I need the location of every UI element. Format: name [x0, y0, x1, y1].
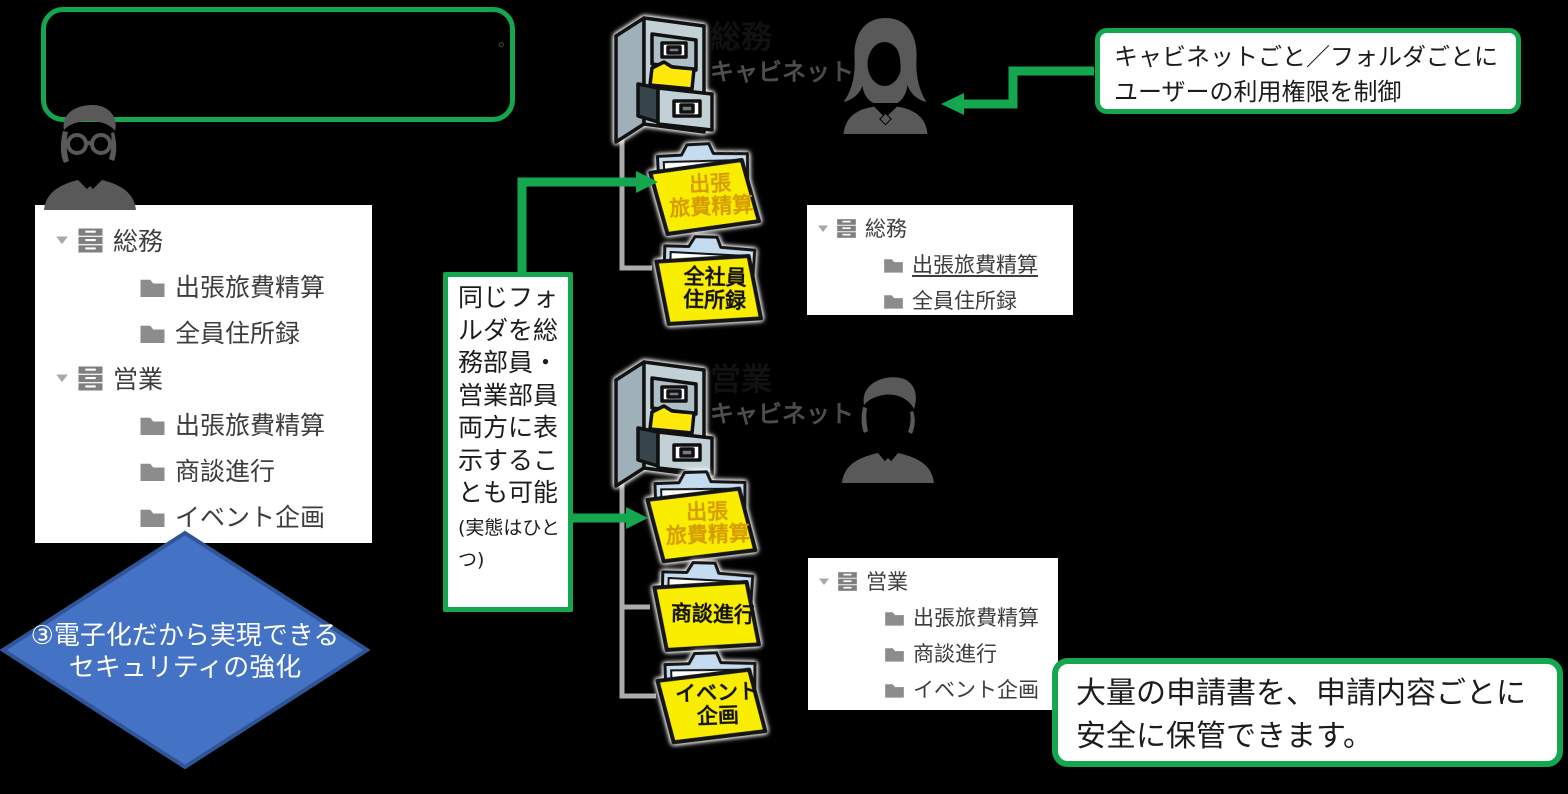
somu-cabinet-illustration	[614, 16, 714, 144]
folder-icon	[140, 279, 165, 297]
tree-item-label: 出張旅費精算	[912, 253, 1038, 277]
tree-item-cabinet-eigyo[interactable]: 営業	[35, 355, 372, 401]
chevron-down-icon[interactable]	[818, 577, 830, 586]
tree-item-folder[interactable]: 全員住所録	[35, 309, 372, 355]
tree-item-label: 営業	[866, 570, 908, 594]
cabinet-icon	[78, 366, 103, 390]
cabinet-icon	[837, 218, 856, 238]
eigyo-cabinet-subtitle: キャビネット	[710, 400, 854, 428]
eigyo-folder-event: イベント 企画	[648, 643, 773, 745]
eigyo-cabinet-title: 営業	[710, 362, 772, 398]
bubble-period-char: 。	[498, 31, 515, 51]
folder-icon	[885, 647, 904, 662]
cabinet-icon	[78, 228, 103, 252]
folder-label-line1: 全社員	[683, 264, 747, 290]
shared-folder-text: 同じフォルダを総務部員・営業部員両方に表示することも可能	[458, 283, 559, 507]
folder-icon	[885, 611, 904, 626]
tree-item-folder[interactable]: 出張旅費精算	[807, 246, 1073, 282]
chevron-down-icon[interactable]	[55, 373, 69, 383]
tree-item-label: イベント企画	[175, 503, 326, 532]
storage-line1: 大量の申請書を、申請内容ごとに	[1076, 676, 1526, 711]
speech-bubble: 。	[41, 7, 515, 122]
tree-item-label: イベント企画	[913, 678, 1039, 702]
diamond-polygon	[0, 530, 370, 770]
shared-folder-callout: 同じフォルダを総務部員・営業部員両方に表示することも可能 (実態はひとつ)	[443, 272, 573, 612]
eigyo-tree-panel: 営業 出張旅費精算 商談進行 イベント企画	[808, 558, 1058, 710]
tree-item-label: 出張旅費精算	[913, 606, 1039, 630]
tree-item-folder[interactable]: 出張旅費精算	[35, 401, 372, 447]
folder-icon	[140, 463, 165, 481]
folder-label-line2: 旅費精算	[665, 521, 751, 548]
diamond-shape: ③電子化だから実現できる セキュリティの強化	[0, 530, 370, 770]
somu-folder-jushoroku: 全社員 住所録	[647, 227, 772, 328]
storage-line2: 安全に保管できます。	[1076, 718, 1373, 754]
storage-callout: 大量の申請書を、申請内容ごとに 安全に保管できます。	[1052, 658, 1563, 767]
eigyo-cabinet-illustration	[614, 360, 714, 488]
permission-callout: キャビネットごと／フォルダごとに ユーザーの利用権限を制御	[1095, 28, 1521, 114]
eigyo-folder-shodan: 商談進行	[645, 553, 770, 654]
tree-item-label: 商談進行	[913, 642, 997, 666]
tree-item-cabinet-somu[interactable]: 総務	[35, 217, 372, 263]
chevron-down-icon[interactable]	[55, 235, 69, 245]
tree-item-folder[interactable]: 商談進行	[35, 447, 372, 493]
shared-folder-note: (実態はひとつ)	[458, 516, 560, 572]
tree-item-cabinet-eigyo[interactable]: 営業	[808, 563, 1058, 599]
woman-icon	[843, 18, 928, 134]
eigyo-folder-shuccho: 出張 旅費精算	[638, 462, 763, 564]
tree-item-folder[interactable]: イベント企画	[808, 671, 1058, 707]
tree-item-label: 営業	[113, 365, 164, 394]
tree-item-label: 総務	[113, 227, 164, 256]
somu-cabinet-title: 総務	[710, 20, 772, 56]
tree-item-cabinet-somu[interactable]: 総務	[807, 210, 1073, 246]
diamond-line1: ③電子化だから実現できる	[30, 620, 340, 651]
tree-item-folder[interactable]: 全員住所録	[807, 282, 1073, 318]
folder-icon	[140, 509, 165, 527]
man-icon	[842, 377, 934, 483]
tree-item-label: 全員住所録	[175, 319, 301, 348]
somu-folder-shuccho: 出張 旅費精算	[641, 133, 768, 237]
folder-label-line1: 商談進行	[670, 601, 756, 628]
chevron-down-icon[interactable]	[817, 224, 829, 233]
tree-item-label: 総務	[865, 217, 907, 241]
folder-icon	[885, 683, 904, 698]
folder-label-line2: 旅費精算	[668, 192, 754, 221]
tree-item-label: 全員住所録	[912, 289, 1017, 313]
folder-icon	[884, 258, 903, 273]
diamond-line2: セキュリティの強化	[68, 653, 302, 683]
permission-line1: キャビネットごと／フォルダごとに	[1114, 43, 1498, 71]
man-with-glasses-icon	[44, 105, 136, 210]
tree-item-folder[interactable]: イベント企画	[35, 493, 372, 539]
somu-tree-panel: 総務 出張旅費精算 全員住所録	[807, 205, 1073, 315]
combined-folder-tree-panel: 総務 出張旅費精算 全員住所録 営業 出張旅費精算 商談進行 イベント企画	[35, 205, 372, 543]
folder-label-line2: 住所録	[682, 287, 747, 313]
tree-item-label: 出張旅費精算	[175, 411, 326, 440]
folder-icon	[884, 294, 903, 309]
tree-item-label: 商談進行	[175, 457, 276, 486]
somu-cabinet-subtitle: キャビネット	[710, 58, 854, 86]
tree-item-folder[interactable]: 出張旅費精算	[35, 263, 372, 309]
folder-icon	[140, 325, 165, 343]
tree-item-folder[interactable]: 商談進行	[808, 635, 1058, 671]
tree-item-folder[interactable]: 出張旅費精算	[808, 599, 1058, 635]
cabinet-icon	[838, 571, 857, 591]
permission-line2: ユーザーの利用権限を制御	[1114, 77, 1402, 106]
folder-icon	[140, 417, 165, 435]
tree-item-label: 出張旅費精算	[175, 273, 326, 302]
folder-label-line2: 企画	[696, 702, 740, 729]
